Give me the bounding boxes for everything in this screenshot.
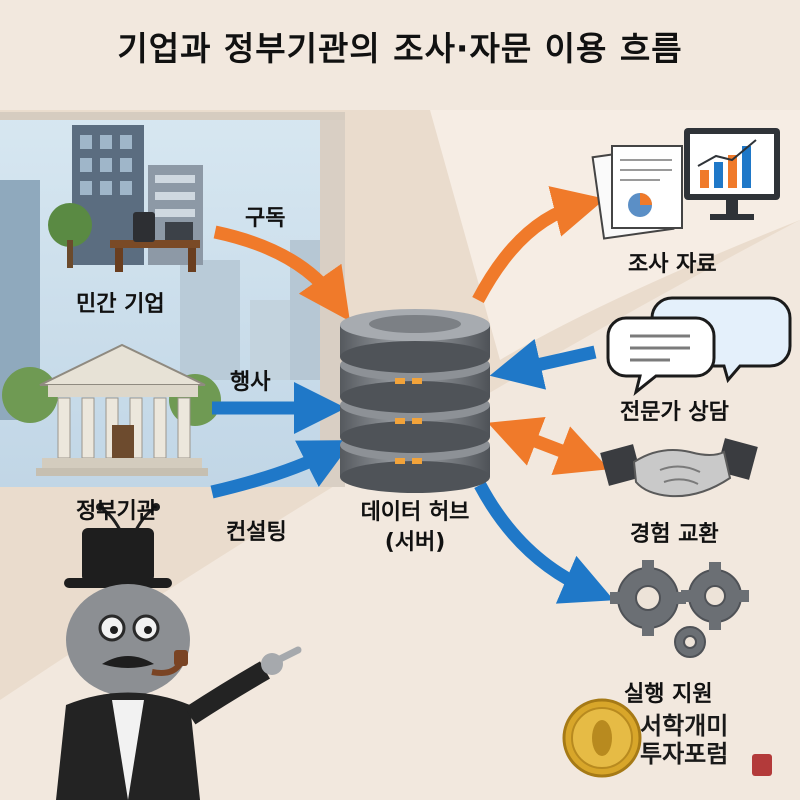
diagram-title: 기업과 정부기관의 조사·자문 이용 흐름	[117, 29, 683, 68]
label-private-company: 민간 기업	[76, 292, 165, 317]
label-research-material: 조사 자료	[628, 252, 717, 277]
arrow-consulting	[210, 440, 354, 499]
speech-bubble-icon	[606, 296, 792, 396]
label-data-hub-line1: 데이터 허브	[360, 500, 470, 525]
government-building-icon	[2, 343, 221, 476]
label-event: 행사	[230, 370, 271, 395]
handshake-icon	[600, 438, 758, 498]
label-experience-exchange: 경험 교환	[630, 522, 719, 547]
label-data-hub-line2: (서버)	[384, 530, 446, 555]
label-subscription: 구독	[245, 206, 286, 231]
arrow-expert	[489, 338, 597, 390]
brand-name-line2: 투자포럼	[640, 740, 729, 768]
building-icon	[48, 125, 203, 272]
brand-name: 서학개미 투자포럼	[640, 712, 728, 768]
brand-name-line1: 서학개미	[640, 712, 729, 740]
label-expert-consultation: 전문가 상담	[620, 400, 729, 425]
arrow-research	[472, 186, 606, 304]
label-government-agency: 정부기관	[76, 499, 157, 524]
brand-coin-logo	[562, 698, 772, 778]
label-consulting: 컨설팅	[226, 520, 287, 545]
report-chart-icon	[591, 128, 780, 240]
label-data-hub: 데이터 허브 (서버)	[335, 498, 495, 558]
arrow-experience	[487, 417, 610, 475]
mascot-character	[56, 503, 302, 800]
gears-icon	[610, 560, 749, 658]
label-execution-support: 실행 지원	[624, 682, 713, 707]
server-icon	[340, 309, 490, 493]
arrow-subscription	[213, 225, 350, 322]
arrow-execution	[474, 481, 614, 604]
